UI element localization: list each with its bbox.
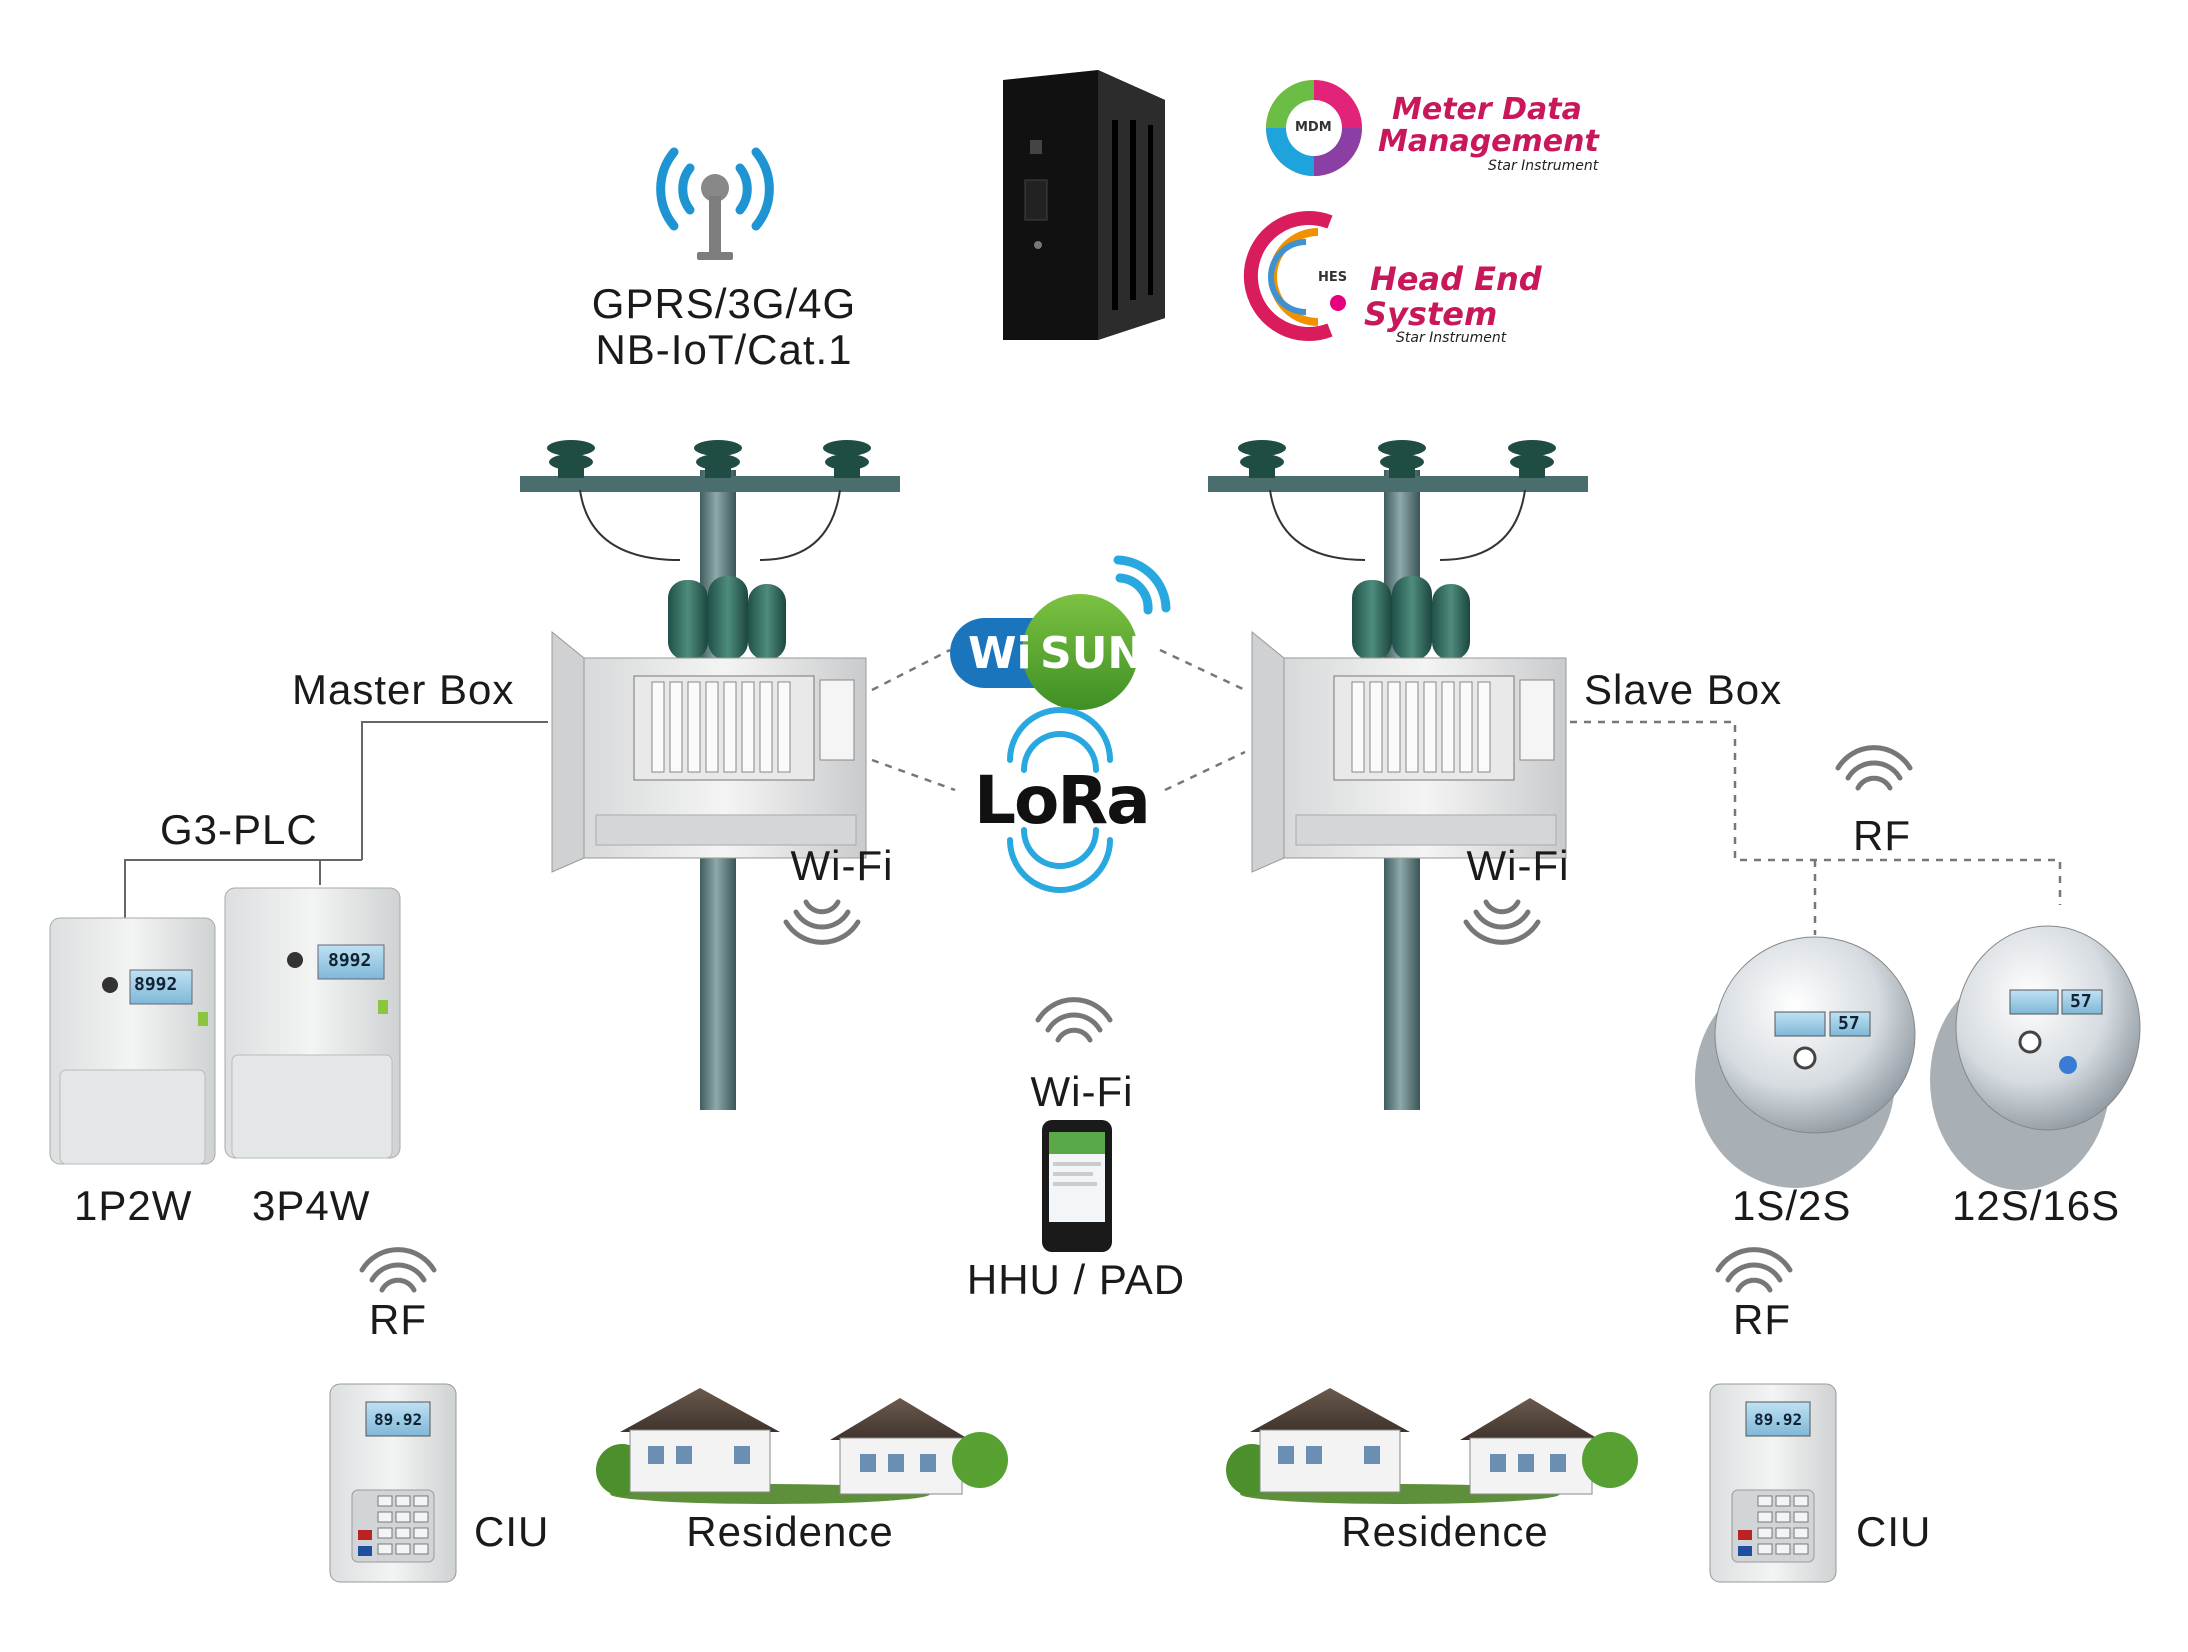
ciu-right-lcd: 89.92 (1754, 1410, 1803, 1429)
rf-icon-left (359, 1247, 437, 1293)
slave-box-label: Slave Box (1584, 666, 1783, 713)
ciu-keypad-icon-left (329, 1383, 457, 1583)
mdm-logo-icon (1266, 80, 1362, 176)
mdm-badge: MDM (1295, 120, 1332, 135)
wifi-label-hhu: Wi-Fi (1030, 1068, 1134, 1115)
hes-logo-icon (1243, 211, 1346, 341)
master-box-icon (551, 630, 867, 873)
rf-label-left: RF (369, 1296, 427, 1343)
cellular-label-line2: NB-IoT/Cat.1 (595, 326, 853, 373)
g3-plc-label: G3-PLC (160, 806, 318, 853)
meter-3p4w-label: 3P4W (252, 1182, 371, 1229)
lora-label: LoRa (974, 762, 1151, 839)
meter-1s2s-label: 1S/2S (1732, 1182, 1852, 1229)
hes-badge: HES (1318, 270, 1348, 285)
rf-icon-top-right (1835, 745, 1913, 791)
meter-1p2w-label: 1P2W (74, 1182, 193, 1229)
ciu-label-left: CIU (474, 1508, 550, 1555)
meter-3p4w-icon (224, 887, 401, 1159)
master-box-label: Master Box (292, 666, 515, 713)
wifi-icon-right-pole (1463, 899, 1541, 945)
meter-1s2s-icon (1695, 936, 1916, 1188)
meter-1p2w-icon (49, 917, 216, 1165)
meter-12s16s-icon (1930, 925, 2141, 1190)
connection-lines (124, 721, 548, 930)
hes-title-line1: Head End (1370, 260, 1542, 298)
wisun-label-sun: SUN (1040, 628, 1145, 679)
slave-box-icon (1251, 630, 1567, 873)
ciu-left-lcd: 89.92 (374, 1410, 423, 1429)
ciu-label-right: CIU (1856, 1508, 1932, 1555)
meter-12s16s-label: 12S/16S (1952, 1182, 2121, 1229)
meter-1s2s-lcd: 57 (1838, 1013, 1860, 1034)
wireless-links (871, 648, 2062, 935)
wifi-label-left: Wi-Fi (790, 842, 894, 889)
mdm-title-line1: Meter Data (1392, 92, 1582, 127)
meter-12s16s-lcd: 57 (2070, 991, 2092, 1012)
wisun-logo-icon (950, 555, 1171, 710)
wifi-label-right: Wi-Fi (1466, 842, 1570, 889)
meter-1p2w-lcd: 8992 (134, 974, 178, 995)
wifi-icon-hhu (1035, 997, 1113, 1043)
meter-3p4w-lcd: 8992 (328, 950, 372, 971)
rf-label-right: RF (1733, 1296, 1791, 1343)
mdm-title-line2: Management (1378, 124, 1599, 159)
residence-label-right: Residence (1341, 1508, 1549, 1555)
rf-icon-right (1715, 1247, 1793, 1293)
ciu-keypad-icon-right (1709, 1383, 1837, 1583)
phone-icon (1042, 1120, 1112, 1252)
lora-wave-icon (1007, 707, 1113, 893)
rf-label-top: RF (1853, 812, 1911, 859)
house-icon-right (1226, 1388, 1638, 1504)
residence-label-left: Residence (686, 1508, 894, 1555)
wisun-label-wi: Wi (968, 628, 1032, 679)
server-icon (1003, 70, 1165, 340)
hes-vendor: Star Instrument (1396, 330, 1507, 346)
mdm-vendor: Star Instrument (1488, 158, 1599, 174)
hes-title-line2: System (1364, 295, 1498, 333)
cellular-tower-icon (656, 147, 774, 260)
hhu-label: HHU / PAD (966, 1256, 1186, 1303)
wifi-icon-left-pole (783, 899, 861, 945)
cellular-label-line1: GPRS/3G/4G (591, 280, 857, 327)
house-icon-left (596, 1388, 1008, 1504)
